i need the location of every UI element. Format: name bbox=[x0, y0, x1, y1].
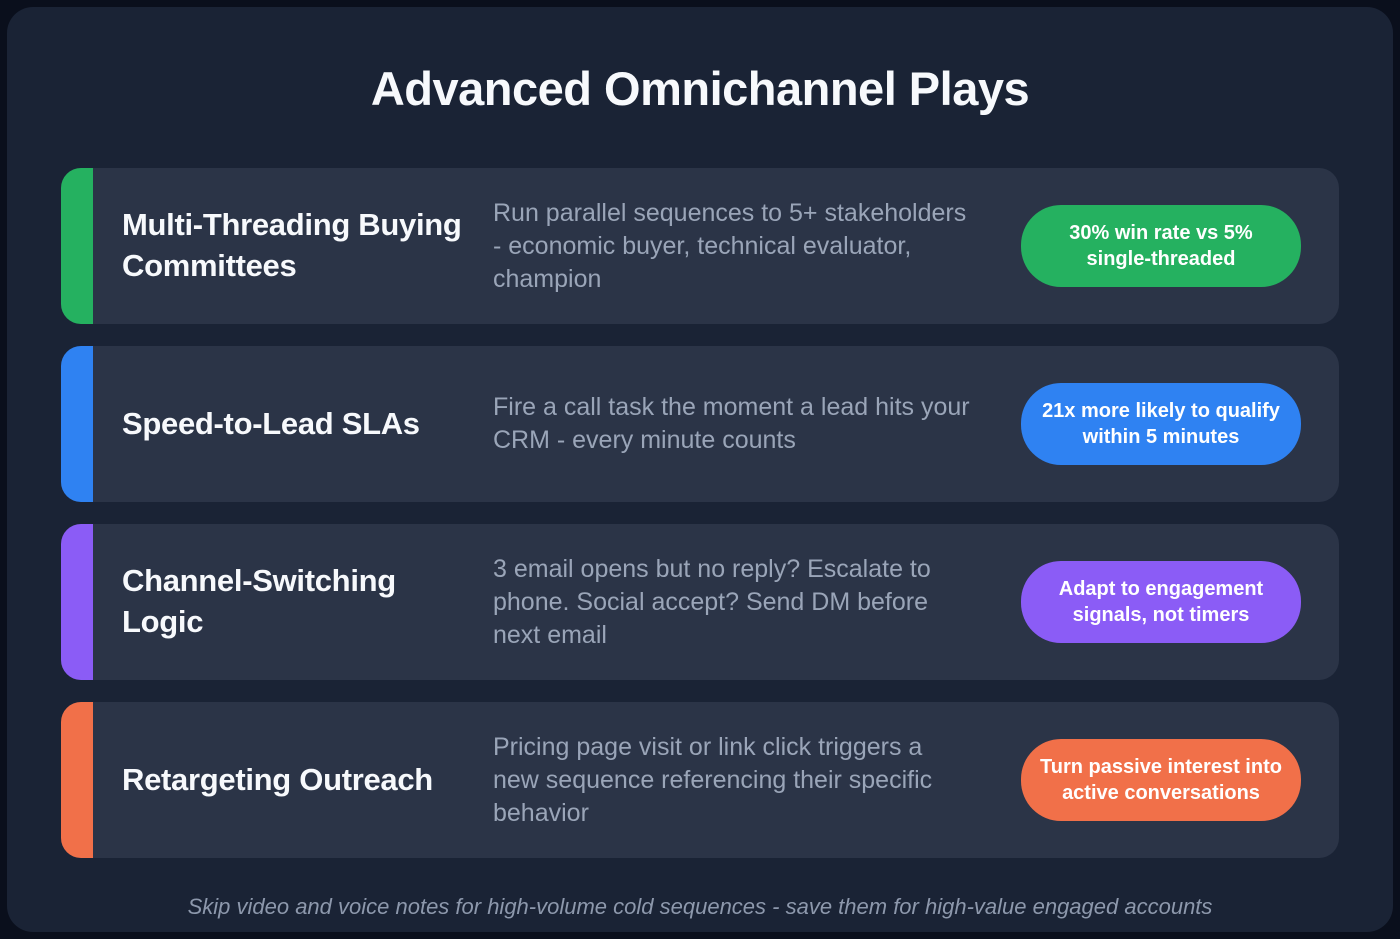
page-title: Advanced Omnichannel Plays bbox=[370, 62, 1030, 115]
play-row-speed-to-lead: Speed-to-Lead SLAs Fire a call task the … bbox=[61, 346, 1339, 502]
plays-list: Multi-Threading Buying Committees Run pa… bbox=[61, 168, 1339, 858]
row-description: Fire a call task the moment a lead hits … bbox=[493, 393, 970, 454]
row-accent-bar bbox=[61, 346, 93, 502]
row-accent-bar bbox=[61, 524, 93, 680]
stat-badge: Turn passive interest into active conver… bbox=[1021, 739, 1301, 821]
stat-badge: Adapt to engagement signals, not timers bbox=[1021, 561, 1301, 643]
row-accent-bar bbox=[61, 702, 93, 858]
footer-note: Skip video and voice notes for high-volu… bbox=[187, 894, 1213, 919]
row-accent-bar bbox=[61, 168, 93, 324]
main-panel: Advanced Omnichannel Plays Multi-Threadi… bbox=[7, 7, 1393, 932]
row-title: Retargeting Outreach bbox=[122, 761, 433, 797]
row-description: 3 email opens but no reply? Escalate to … bbox=[493, 554, 931, 649]
row-title: Channel-Switching Logic bbox=[122, 563, 396, 639]
stat-badge: 30% win rate vs 5% single-threaded bbox=[1021, 205, 1301, 287]
play-row-channel-switching: Channel-Switching Logic 3 email opens bu… bbox=[61, 524, 1339, 680]
row-title: Multi-Threading Buying Committees bbox=[122, 207, 462, 283]
play-row-retargeting: Retargeting Outreach Pricing page visit … bbox=[61, 702, 1339, 858]
row-description: Run parallel sequences to 5+ stakeholder… bbox=[493, 198, 967, 293]
play-row-multi-threading: Multi-Threading Buying Committees Run pa… bbox=[61, 168, 1339, 324]
stat-badge: 21x more likely to qualify within 5 minu… bbox=[1021, 383, 1301, 465]
row-title: Speed-to-Lead SLAs bbox=[122, 405, 420, 441]
row-description: Pricing page visit or link click trigger… bbox=[493, 732, 933, 827]
